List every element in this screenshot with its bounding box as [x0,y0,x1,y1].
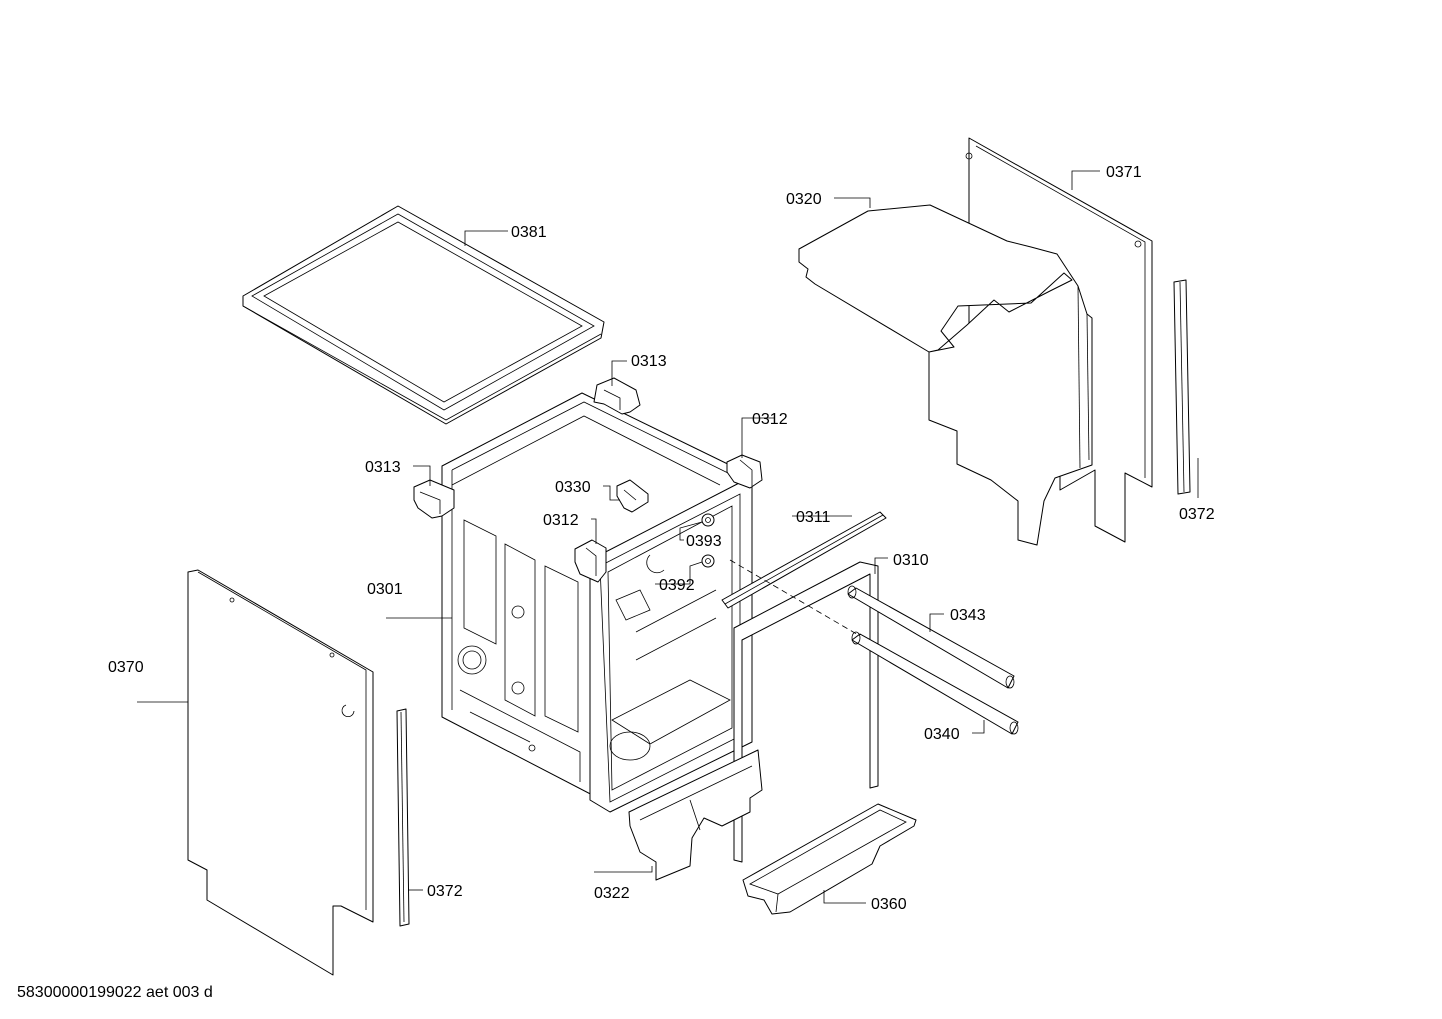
callout-0343: 0343 [950,607,986,624]
callout-0310: 0310 [893,552,929,569]
part-0310-seal [733,561,879,863]
callout-0320: 0320 [786,191,822,208]
callout-0360: 0360 [871,896,907,913]
part-0392-screw [701,554,715,568]
callout-0393: 0393 [686,533,722,550]
callout-0372-right: 0372 [1179,506,1215,523]
callout-0312-right: 0312 [752,411,788,428]
callout-0392: 0392 [659,577,695,594]
callout-0372-left: 0372 [427,883,463,900]
part-0372-left-strip [396,708,410,927]
part-0340-rod [851,631,1019,735]
part-0311-rail [721,511,887,609]
callout-0330: 0330 [555,479,591,496]
callout-0381: 0381 [511,224,547,241]
callout-0313-left: 0313 [365,459,401,476]
leader-lines [137,170,1199,904]
callout-0322: 0322 [594,885,630,902]
part-0393-screw [701,513,715,527]
part-0370-left-panel [187,569,374,976]
part-0322-base-trim [628,749,763,881]
part-0381-worktop [242,205,605,425]
callout-0312-mid: 0312 [543,512,579,529]
callout-0340: 0340 [924,726,960,743]
part-0372-right-strip [1173,279,1191,495]
part-0320-insulation [798,204,1093,546]
callout-0370: 0370 [108,659,144,676]
alignment-dash-line [729,559,861,637]
callout-0311: 0311 [796,509,831,526]
part-0312-right-bracket [726,454,763,489]
part-0313-left-clip [413,479,455,519]
callout-0313-top: 0313 [631,353,667,370]
part-0312-mid-bracket [574,539,607,583]
part-0343-rod [847,585,1015,689]
part-0301-tub [441,392,753,813]
part-0313-top-clip [593,377,641,415]
callout-0301: 0301 [367,581,403,598]
part-0360-tray [742,803,917,915]
document-id: 58300000199022 aet 003 d [17,984,213,1001]
callout-0371: 0371 [1106,164,1142,181]
part-0330-hinge [616,479,649,513]
